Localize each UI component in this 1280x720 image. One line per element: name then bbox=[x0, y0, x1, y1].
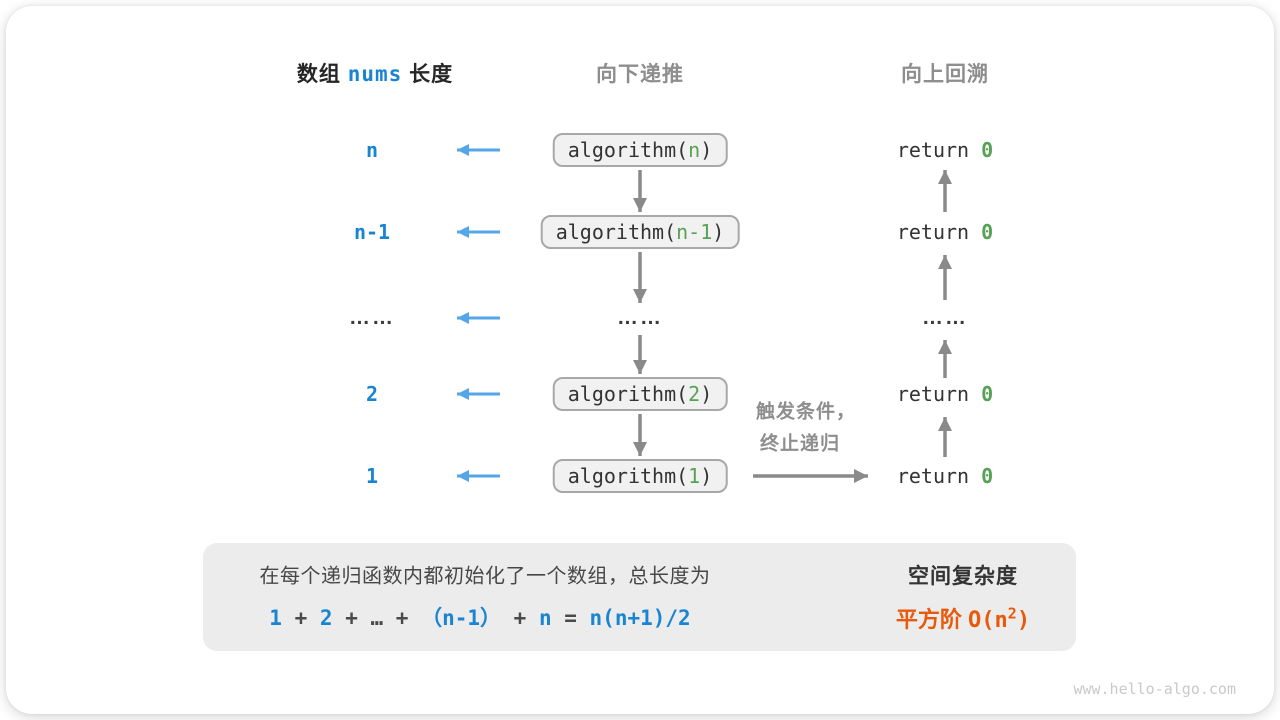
return-statement: return 0 bbox=[897, 382, 993, 406]
space-complexity-value: 平方阶 O(n2) bbox=[896, 602, 1030, 634]
return-value: 0 bbox=[981, 138, 994, 162]
return-keyword: return bbox=[896, 138, 982, 162]
ellipsis-left: …… bbox=[349, 306, 395, 329]
space-complexity-title: 空间复杂度 bbox=[908, 565, 1018, 588]
return-statement: return 0 bbox=[897, 464, 993, 488]
box-text: algorithm( bbox=[567, 382, 689, 406]
summary-panel: 在每个递归函数内都初始化了一个数组，总长度为 1 + 2 + … + （n-1）… bbox=[203, 543, 1076, 651]
column-header-recurse-down: 向下递推 bbox=[596, 63, 684, 86]
ellipsis-right: …… bbox=[922, 306, 968, 329]
big-o-close: ) bbox=[1016, 608, 1031, 633]
return-keyword: return bbox=[896, 382, 982, 406]
box-text: ) bbox=[700, 382, 713, 406]
header-left-post: 长度 bbox=[402, 63, 454, 86]
box-arg: n-1 bbox=[676, 220, 713, 244]
column-header-backtrack-up: 向上回溯 bbox=[901, 63, 989, 86]
box-arg: 1 bbox=[688, 464, 701, 488]
box-arg: 2 bbox=[688, 382, 701, 406]
return-statement: return 0 bbox=[897, 138, 993, 162]
column-header-array-length: 数组 nums 长度 bbox=[297, 58, 453, 88]
algorithm-call-box: algorithm(1) bbox=[552, 459, 728, 493]
return-value: 0 bbox=[981, 382, 994, 406]
termination-note-line2: 终止递归 bbox=[759, 433, 841, 455]
complexity-order-label: 平方阶 bbox=[895, 607, 969, 632]
length-label-n: n bbox=[365, 138, 379, 162]
box-text: ) bbox=[700, 464, 713, 488]
length-label-n-1: n-1 bbox=[353, 220, 391, 244]
box-text: ) bbox=[712, 220, 725, 244]
return-statement: return 0 bbox=[897, 220, 993, 244]
algorithm-call-box: algorithm(n) bbox=[552, 133, 728, 167]
summary-text: 在每个递归函数内都初始化了一个数组，总长度为 bbox=[259, 565, 711, 588]
termination-note-line1: 触发条件， bbox=[755, 401, 857, 423]
box-text: algorithm( bbox=[567, 138, 689, 162]
box-arg: n bbox=[688, 138, 701, 162]
algorithm-call-box: algorithm(2) bbox=[552, 377, 728, 411]
box-text: ) bbox=[700, 138, 713, 162]
return-value: 0 bbox=[981, 220, 994, 244]
box-text: algorithm( bbox=[555, 220, 677, 244]
box-text: algorithm( bbox=[567, 464, 689, 488]
return-keyword: return bbox=[896, 220, 982, 244]
return-value: 0 bbox=[981, 464, 994, 488]
total-length-formula: 1 + 2 + … + （n-1） + n = n(n+1)/2 bbox=[269, 606, 691, 630]
watermark: www.hello-algo.com bbox=[1073, 680, 1236, 698]
algorithm-call-box: algorithm(n-1) bbox=[540, 215, 740, 249]
length-label-1: 1 bbox=[365, 464, 379, 488]
big-o-open: O(n bbox=[968, 608, 1008, 633]
return-keyword: return bbox=[896, 464, 982, 488]
big-o-exponent: 2 bbox=[1007, 604, 1017, 623]
header-nums-code: nums bbox=[347, 62, 403, 86]
ellipsis-middle: …… bbox=[617, 306, 663, 329]
header-left-pre: 数组 bbox=[296, 63, 348, 86]
length-label-2: 2 bbox=[365, 382, 379, 406]
